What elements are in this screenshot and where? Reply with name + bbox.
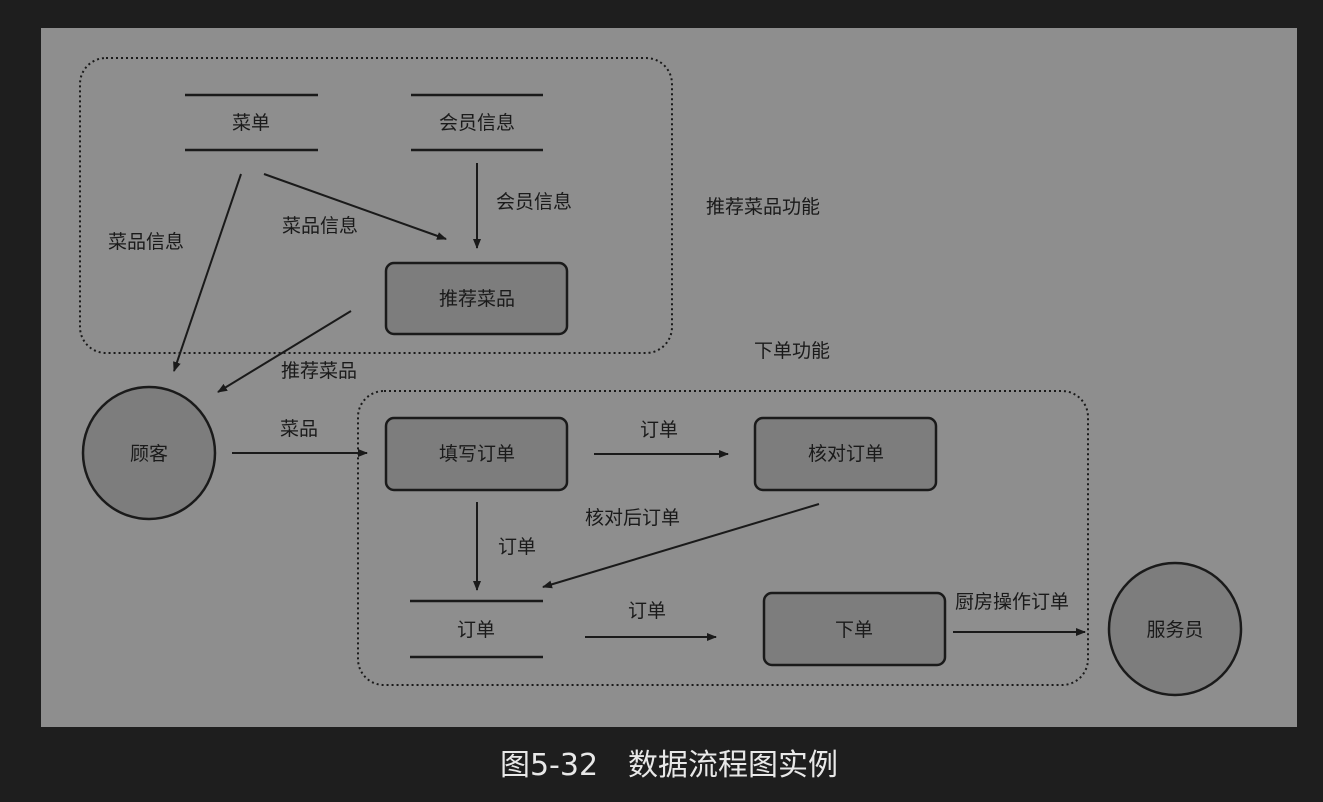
group-recommend-label: 推荐菜品功能 [706,196,820,218]
group-order-label: 下单功能 [754,340,830,362]
store-menu-label: 菜单 [232,112,270,134]
flow-recommended-dishes-arrow [217,310,352,393]
process-recommend-label: 推荐菜品 [439,288,515,310]
flow-dish-info-left-label: 菜品信息 [108,231,184,253]
flow-order-2-label: 订单 [498,536,536,558]
store-member-info: 会员信息 [411,93,543,152]
group-recommend-box [79,57,673,354]
process-fill-order: 填写订单 [384,416,569,492]
process-recommend: 推荐菜品 [384,261,569,336]
entity-customer-label: 顾客 [130,443,168,465]
flow-dish-info-right-arrow [263,173,447,240]
process-check-order-label: 核对订单 [808,443,884,465]
flow-checked-order-label: 核对后订单 [585,507,680,529]
process-place-order-label: 下单 [835,619,873,641]
flow-dishes-label: 菜品 [280,418,318,440]
store-order: 订单 [410,599,543,659]
flow-dish-info-right-label: 菜品信息 [282,215,358,237]
entity-customer: 顾客 [81,385,217,521]
flow-member-info-label: 会员信息 [496,191,572,213]
process-fill-order-label: 填写订单 [439,443,515,465]
store-menu: 菜单 [185,93,318,152]
flow-recommended-dishes-label: 推荐菜品 [281,360,357,382]
entity-waiter-label: 服务员 [1146,619,1203,641]
flow-checked-order-arrow [542,503,820,589]
group-order-box [357,390,1089,686]
diagram-panel [41,28,1297,727]
flow-order-3-label: 订单 [628,600,666,622]
flow-kitchen-order-label: 厨房操作订单 [955,591,1069,613]
process-place-order: 下单 [762,591,947,667]
store-order-label: 订单 [457,619,495,641]
flow-dish-info-left-arrow [173,173,242,372]
store-member-info-label: 会员信息 [439,112,515,134]
flow-order-1-label: 订单 [640,419,678,441]
figure-caption: 图5-32 数据流程图实例 [500,748,838,783]
entity-waiter: 服务员 [1107,561,1243,697]
process-check-order: 核对订单 [753,416,938,492]
